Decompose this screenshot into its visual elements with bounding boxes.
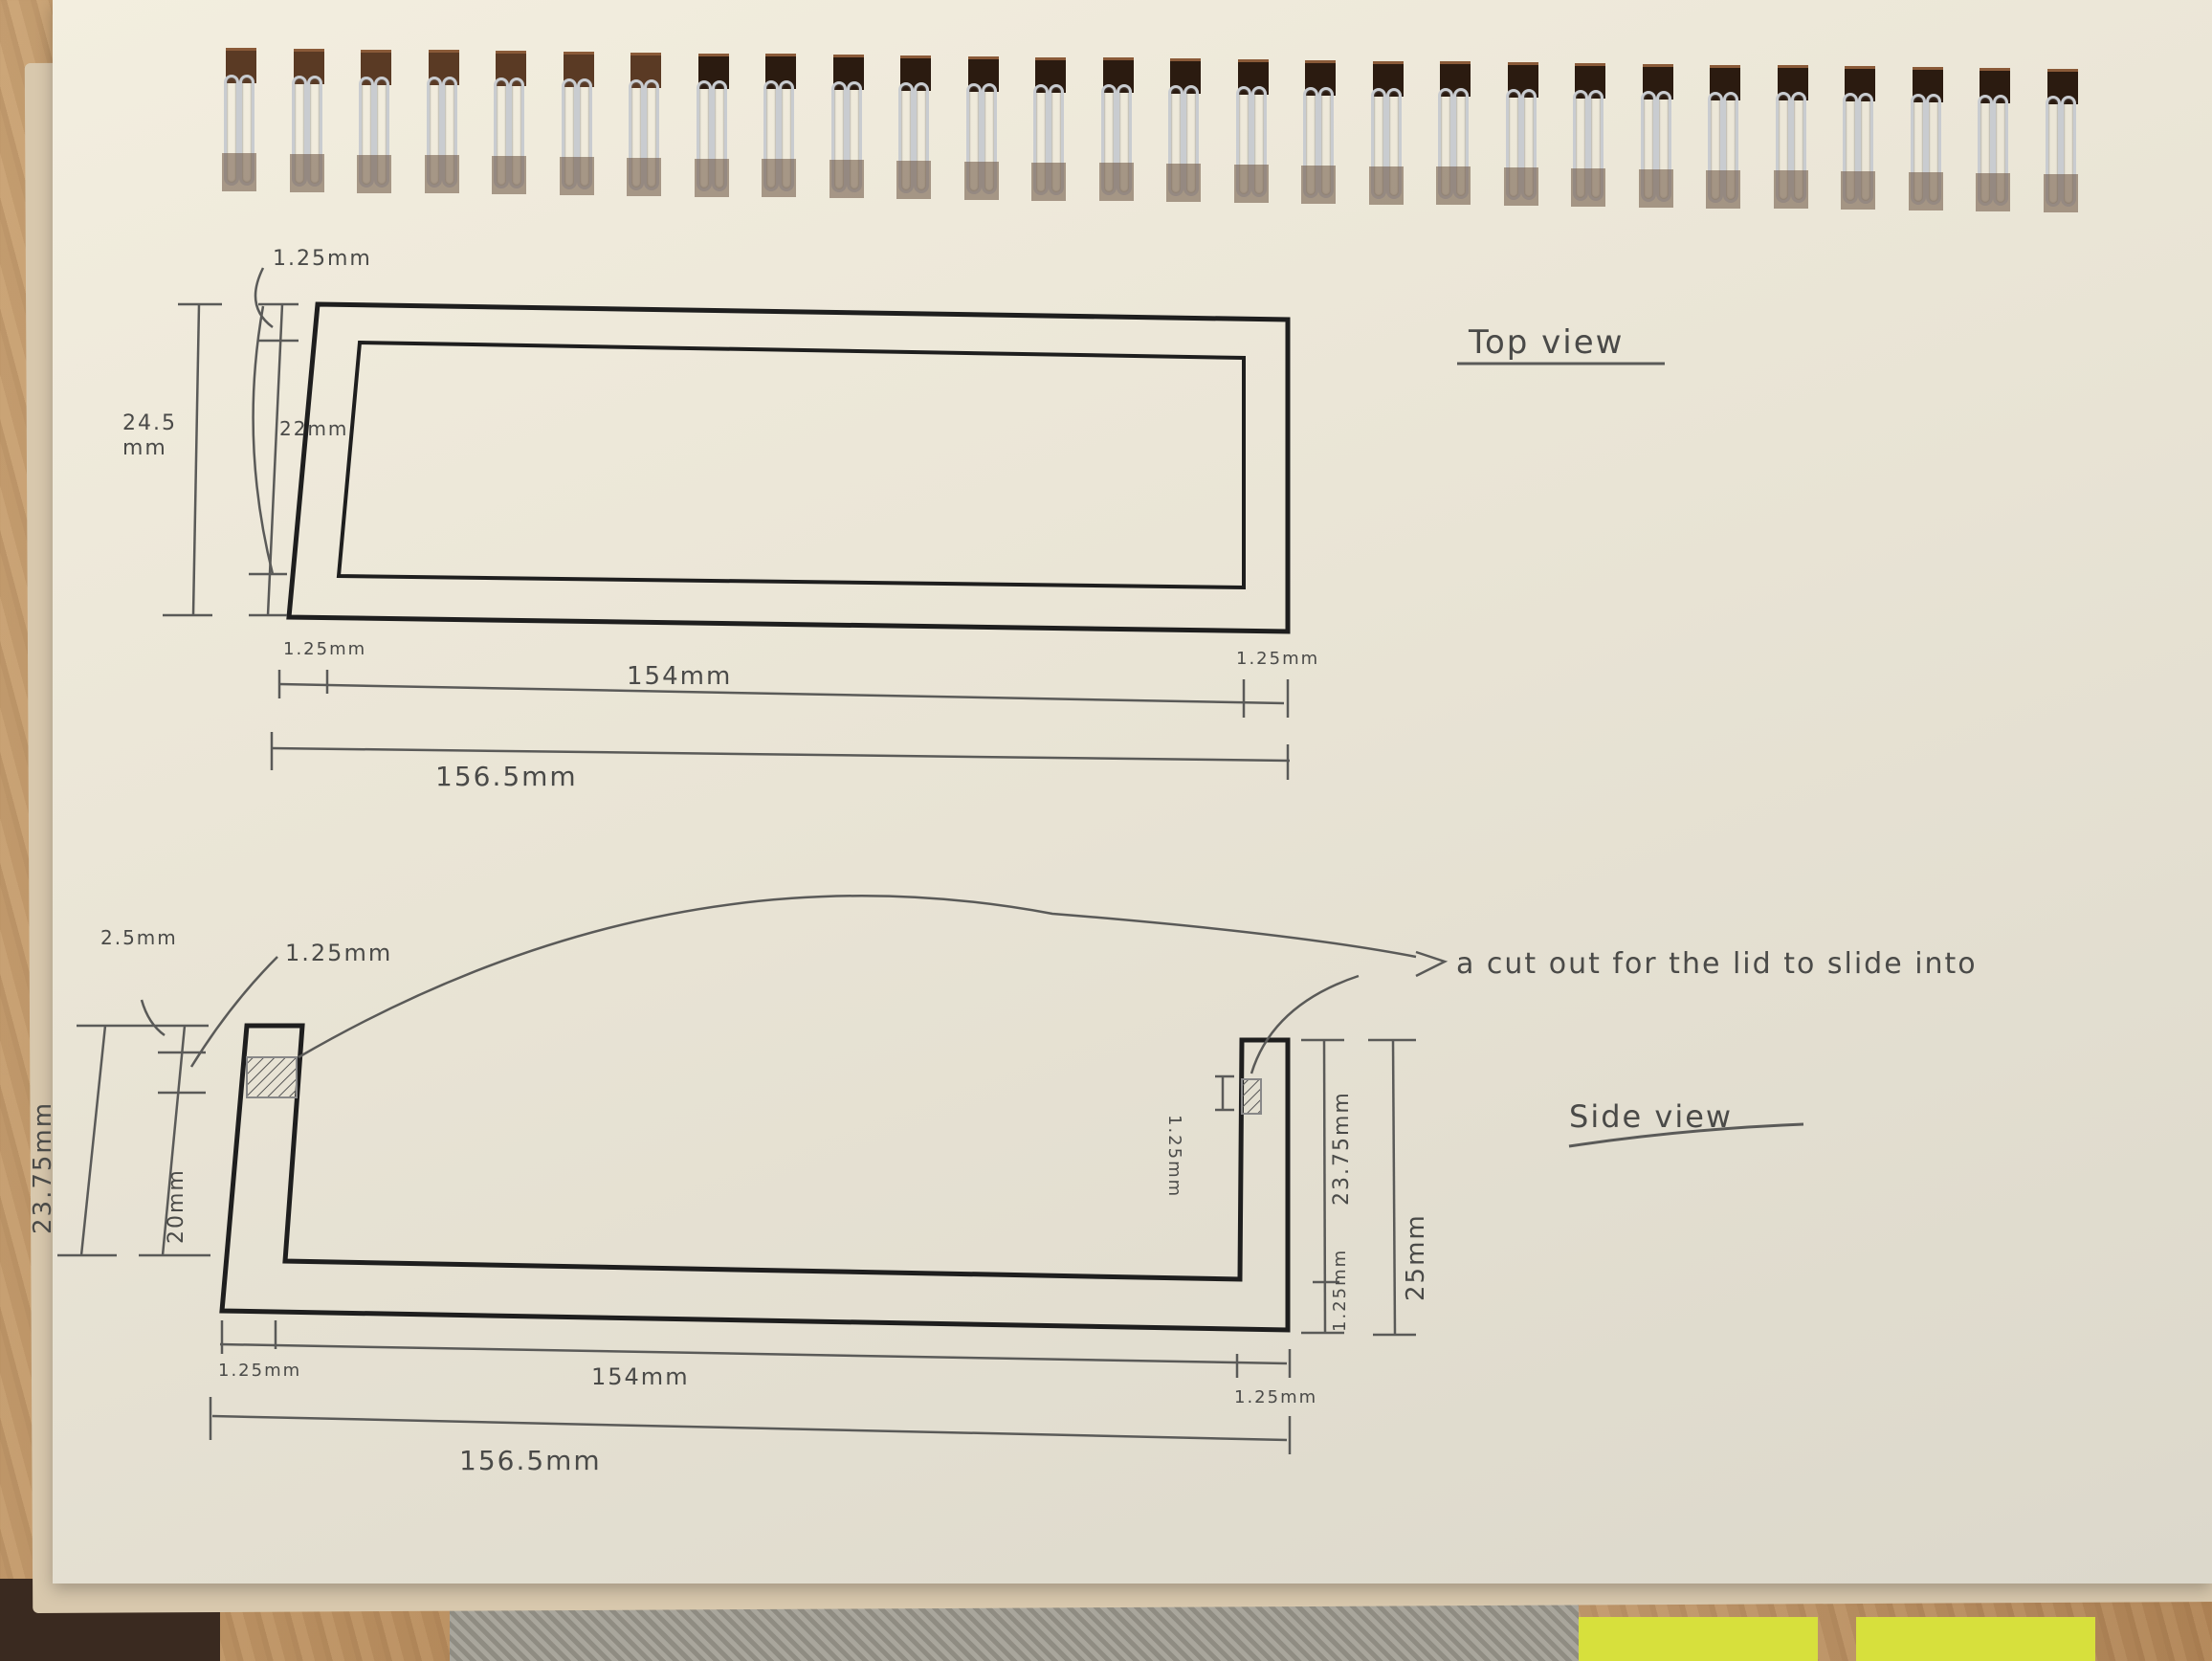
side-total-height-label: 25mm: [1402, 1213, 1430, 1301]
notebook-page: [53, 0, 2212, 1583]
top-wall-left-label: 1.25mm: [283, 639, 367, 659]
side-outer-length-label: 156.5mm: [459, 1445, 602, 1476]
top-view-title: Top view: [1469, 323, 1625, 362]
top-inner-rect: [336, 340, 1246, 590]
spiral-ring: [694, 53, 731, 197]
spiral-ring: [424, 50, 461, 194]
spiral-ring: [1368, 60, 1405, 205]
spiral-ring: [1436, 61, 1472, 206]
spiral-ring: [1706, 64, 1742, 209]
spiral-ring: [896, 55, 933, 199]
spiral-ring: [1638, 63, 1675, 208]
side-view-drawing: [219, 1023, 1291, 1333]
spiral-ring: [492, 51, 528, 195]
spiral-ring: [829, 55, 866, 199]
top-outer-length-label: 156.5mm: [435, 761, 578, 792]
spiral-ring: [1908, 67, 1945, 210]
top-wall-top-label: 1.25mm: [273, 247, 372, 271]
side-right-height-label: 23.75mm: [1330, 1091, 1354, 1206]
top-inner-length-label: 154mm: [627, 662, 733, 691]
spiral-ring: [289, 48, 326, 192]
side-base-thickness-label: 1.25mm: [1330, 1248, 1350, 1332]
side-view-dimensions: [57, 895, 1449, 1454]
lid-cutout-annotation: a cut out for the lid to slide into: [1456, 947, 1978, 981]
spiral-ring: [2043, 68, 2080, 212]
top-wall-right-label: 1.25mm: [1236, 649, 1320, 669]
spiral-ring: [357, 49, 393, 193]
side-top-offset-label: 2.5mm: [100, 926, 178, 949]
side-right-slot-label: 1.25mm: [1164, 1115, 1184, 1199]
right-lid-slot: [1241, 1078, 1262, 1115]
side-left-height-label: 23.75mm: [29, 1100, 57, 1234]
spiral-ring: [1031, 56, 1068, 201]
side-slot-height-label: 1.25mm: [285, 940, 393, 966]
spiral-ring: [1571, 63, 1607, 207]
spiral-ring: [627, 52, 663, 196]
spiral-ring: [559, 52, 596, 195]
top-view-dimensions: [163, 267, 1291, 780]
spiral-ring: [1773, 65, 1810, 210]
top-outer-rect: [286, 301, 1291, 634]
spiral-ring: [1098, 57, 1136, 202]
annotation-leader: [298, 895, 1417, 1059]
top-inner-height-label: 22mm: [279, 417, 349, 440]
spiral-ring: [222, 48, 258, 191]
spiral-ring: [1503, 62, 1540, 207]
top-view-drawing: [286, 301, 1291, 634]
left-lid-slot: [246, 1056, 298, 1098]
spiral-ring: [1841, 66, 1877, 210]
spiral-ring: [1166, 58, 1203, 203]
side-wall-left-label: 1.25mm: [218, 1361, 302, 1381]
spiral-ring: [1301, 59, 1338, 204]
side-left-inner-height-label: 20mm: [165, 1168, 188, 1244]
sticky-note-1: [1579, 1617, 1818, 1661]
sticky-note-2: [1856, 1617, 2095, 1661]
side-u-profile: [219, 1023, 1291, 1333]
top-outer-height-label: 24.5 mm: [122, 411, 177, 460]
side-view-title: Side view: [1569, 1098, 1734, 1135]
spiral-ring: [1976, 67, 2012, 211]
side-inner-length-label: 154mm: [591, 1363, 690, 1390]
spiral-ring: [762, 54, 798, 198]
side-wall-right-label: 1.25mm: [1234, 1387, 1318, 1407]
spiral-ring: [1233, 59, 1271, 203]
spiral-ring: [963, 55, 1001, 200]
